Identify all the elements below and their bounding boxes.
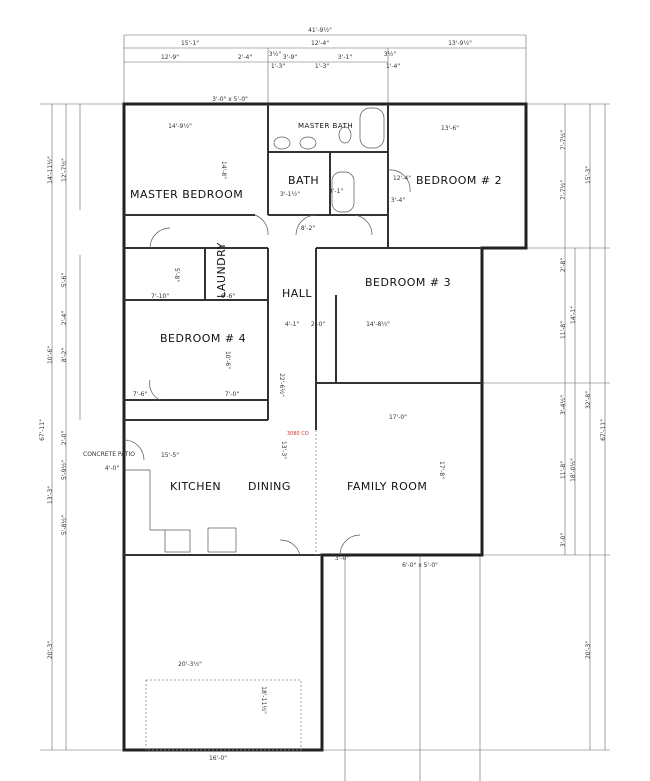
dimension-label: 12'-9" [161,54,179,61]
dimension-label: 14'-9½" [168,123,192,130]
dimension-label: 16'-0" [209,755,227,762]
label-laundry: LAUNDRY [215,242,228,298]
dimension-label: 67'-11" [600,419,607,441]
dimension-label: 32'-8" [585,391,592,409]
dimension-label: 18'-0½" [570,458,577,482]
label-master-bedroom: MASTER BEDROOM [130,188,243,201]
dimension-label: 7'-0" [225,391,239,398]
dimension-label: 2'-8" [560,258,567,272]
dimension-label: 15'-1" [181,40,199,47]
dimension-label: 14'-11½" [47,156,54,184]
dimension-label: 13'-3" [280,441,287,459]
dimension-label: 18'-11½" [260,686,267,714]
dimension-label: 2'-0" [311,321,325,328]
dimension-label: 2'-4" [238,54,252,61]
label-kitchen: KITCHEN [170,480,221,493]
dimension-label: 7'-7½" [560,130,567,150]
dimension-label: 20'-3" [47,641,54,659]
label-hall: HALL [282,287,312,300]
label-dining: DINING [248,480,291,493]
dimension-label: 5'-8" [173,268,180,282]
dimension-label: 12'-4" [393,175,411,182]
label-bath: BATH [288,174,319,187]
dimension-label: 12'-7½" [61,158,68,182]
label-family-room: FAMILY ROOM [347,480,427,493]
dimension-label: 7'-7½" [560,180,567,200]
dimension-label: 20'-3" [585,641,592,659]
dimension-label: 3'-0" x 5'-0" [212,96,248,103]
dimension-label: 11'-8" [560,321,567,339]
dimension-label: 22'-6½" [278,373,285,397]
dimension-label: 12'-4" [311,40,329,47]
walls [122,102,528,752]
annotation-3080-co: 3080 CO [287,431,309,437]
dimension-label: 1'-3" [315,63,329,70]
label-bedroom-3: BEDROOM # 3 [365,276,451,289]
dimension-lines [40,34,610,781]
dimension-label: 1'-4" [386,63,400,70]
dimension-label: 13'-3" [47,486,54,504]
dimension-label: 20'-3½" [178,661,202,668]
dimension-label: 2'-4" [61,311,68,325]
dimension-label: 1'-3" [271,63,285,70]
label-concrete-patio: CONCRETE PATIO [83,451,135,458]
dimension-label: 4'-1" [329,188,343,195]
dimension-label: 14'-1" [570,306,577,324]
dimension-label: 17'-8" [438,461,445,479]
dimension-labels: 41'-9½" 15'-1" 12'-4" 13'-9½" 12'-9" 2'-4" 3½"… [39,27,607,762]
dimension-label: 3'-4" [391,197,405,204]
dimension-label: 15'-3" [585,166,592,184]
dimension-label: 7'-6" [133,391,147,398]
dimension-label: 6'-0" x 5'-0" [402,562,438,569]
room-labels: MASTER BEDROOM MASTER BATH BATH BEDROOM … [83,122,502,493]
dimension-label: 4'-1" [285,321,299,328]
dimension-label: 15'-5" [161,452,179,459]
dimension-label: 10'-6" [47,346,54,364]
dimension-label: 11'-8" [560,461,567,479]
dimension-label: 4'-0" [105,465,119,472]
dimension-label: 7'-10" [151,293,169,300]
dimension-label: 5'-8½" [61,515,68,535]
dimension-label: 67'-11" [39,419,46,441]
dimension-label: 3'-9" [283,54,297,61]
dimension-label: 5'-6" [61,273,68,287]
dimension-label: 3½" [269,51,282,58]
dimension-label: 3'-4½" [560,395,567,415]
label-master-bath: MASTER BATH [298,122,353,130]
label-bedroom-4: BEDROOM # 4 [160,332,246,345]
dimension-label: 14'-8½" [366,321,390,328]
dimension-label: 3'-0" [560,533,567,547]
dimension-label: 6'-6" [221,293,235,300]
dimension-label: 13'-6" [441,125,459,132]
dimension-label: 13'-9½" [448,40,472,47]
dimension-label: 3'-1" [338,54,352,61]
dimension-label: 8'-2" [61,348,68,362]
dimension-label: 3'-0" [335,555,349,562]
dimension-label: 14'-8" [220,161,227,179]
dimension-label: 8'-2" [301,225,315,232]
dimension-label: 41'-9½" [308,27,332,34]
dimension-label: 10'-6" [224,351,231,369]
dimension-label: 5'-9½" [61,460,68,480]
label-bedroom-2: BEDROOM # 2 [416,174,502,187]
dimension-label: 2'-0" [61,431,68,445]
dimension-label: 17'-0" [389,414,407,421]
dimension-label: 3½" [384,51,397,58]
dimension-label: 3'-1½" [280,191,300,198]
